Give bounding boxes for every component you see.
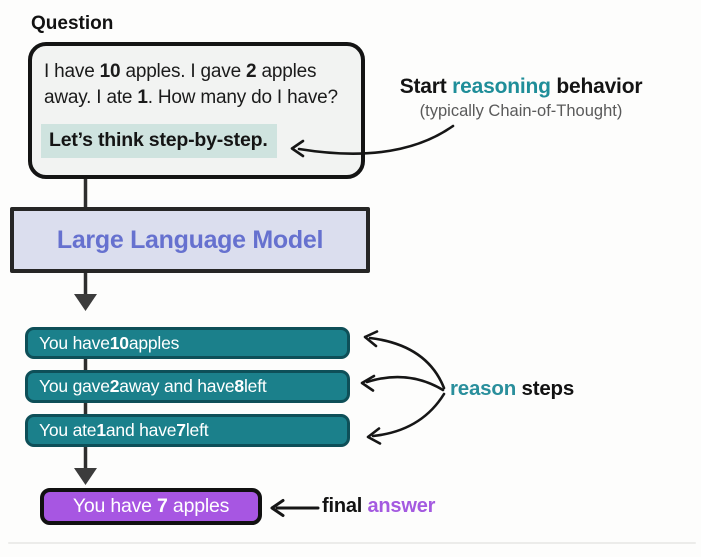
arrowhead-reason-step-3 (366, 427, 382, 445)
reasoning-annotation-title: Start reasoning behavior (399, 75, 643, 98)
reasoning-annotation-subtext: (typically Chain-of-Thought) (419, 102, 623, 120)
arrowhead-final-answer (270, 499, 285, 517)
arrowhead-reason-step-1 (363, 330, 379, 348)
answer-keyword: answer (367, 495, 436, 517)
final-answer-text: You have 7 apples (72, 495, 230, 517)
llm-box-label: Large Language Model (56, 225, 324, 254)
reasoning-keyword: reasoning (452, 75, 551, 98)
llm-box: Large Language Model (10, 207, 370, 273)
reason-keyword: reason (450, 377, 517, 400)
reason-steps-label: reason steps (450, 377, 575, 400)
arrowhead-reason-step-2 (360, 374, 376, 392)
reason-step-3: You ate 1 and have 7 left (25, 414, 350, 447)
arrowhead-down-to-answer (74, 468, 97, 485)
reasoning-annotation: Start reasoning behavior (typically Chai… (383, 75, 659, 121)
arrow-reason-step-1 (368, 336, 446, 390)
final-answer-box: You have 7 apples (40, 488, 262, 525)
reason-step-1: You have 10 apples (25, 327, 350, 359)
question-label: Question (31, 13, 114, 34)
arrow-reason-step-3 (371, 392, 446, 438)
arrowhead-down-to-steps (74, 294, 97, 311)
bottom-divider (8, 542, 696, 544)
cot-prompt-highlight: Let’s think step-by-step. (41, 124, 277, 158)
arrow-reason-step-2 (365, 375, 445, 392)
final-answer-label: final answer (322, 495, 436, 517)
question-box: I have 10 apples. I gave 2 apples away. … (28, 42, 365, 179)
reason-step-2: You gave 2 away and have 8 left (25, 370, 350, 403)
question-text: I have 10 apples. I gave 2 apples away. … (44, 61, 338, 108)
